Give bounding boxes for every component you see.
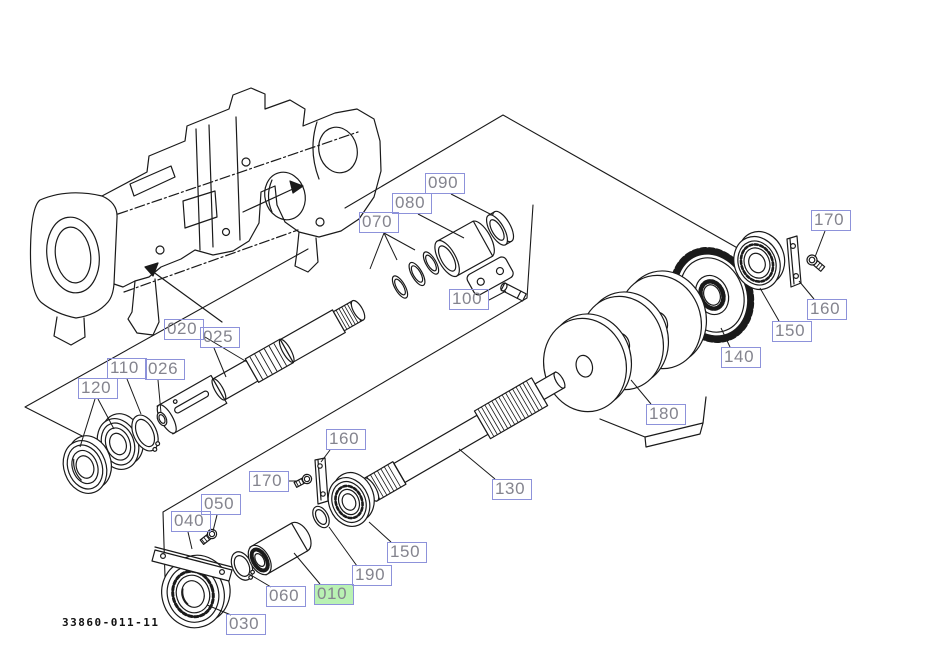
part-number: 160: [329, 429, 360, 448]
part-number: 190: [355, 565, 386, 584]
part-number: 100: [452, 289, 483, 308]
part-label-190[interactable]: 190: [352, 565, 392, 586]
part-label-160[interactable]: 160: [807, 299, 847, 320]
part-number: 030: [229, 614, 260, 633]
drawing-number: 33860-011-11: [62, 616, 160, 629]
transmission-housing: [29, 87, 382, 346]
part-number: 120: [81, 378, 112, 397]
part-number: 180: [649, 404, 680, 423]
part-label-020[interactable]: 020: [164, 319, 204, 340]
part-number: 080: [395, 193, 426, 212]
part-label-160-b[interactable]: 160: [326, 429, 366, 450]
part-number: 170: [252, 471, 283, 490]
part-number: 090: [428, 173, 459, 192]
part-label-025[interactable]: 025: [200, 327, 240, 348]
part-number: 110: [110, 358, 139, 377]
bearing-150-upper: [733, 230, 786, 291]
part-label-030[interactable]: 030: [226, 614, 266, 635]
part-label-150-b[interactable]: 150: [387, 542, 427, 563]
bolt-170-upper: [806, 254, 826, 272]
bearing-120-front: [62, 435, 112, 494]
plate-040: [151, 546, 233, 582]
plate-160-lower: [314, 457, 329, 505]
part-label-010[interactable]: 010: [314, 584, 354, 605]
part-number: 040: [174, 511, 205, 530]
part-label-110[interactable]: 110: [107, 358, 147, 379]
part-number: 160: [810, 299, 841, 318]
part-label-170-b[interactable]: 170: [249, 471, 289, 492]
part-number: 170: [814, 210, 845, 229]
part-number: 140: [724, 347, 755, 366]
part-label-060[interactable]: 060: [266, 586, 306, 607]
plate-160-upper: [786, 235, 802, 288]
part-label-140[interactable]: 140: [721, 347, 761, 368]
insertion-arrow-icon: [242, 180, 304, 213]
part-number: 150: [775, 321, 806, 340]
part-number: 060: [269, 586, 300, 605]
part-label-070[interactable]: 070: [359, 212, 399, 233]
bolt-170-lower: [293, 473, 313, 488]
part-label-130[interactable]: 130: [492, 479, 532, 500]
part-number: 025: [203, 327, 234, 346]
part-label-050[interactable]: 050: [201, 494, 241, 515]
part-label-040[interactable]: 040: [171, 511, 211, 532]
part-label-080[interactable]: 080: [392, 193, 432, 214]
part-number: 150: [390, 542, 421, 561]
sleeve-010: [247, 521, 312, 576]
screw-050: [199, 528, 218, 545]
part-number: 130: [495, 479, 526, 498]
part-label-120[interactable]: 120: [78, 378, 118, 399]
rings-070: [391, 251, 440, 299]
part-number: 010: [317, 584, 348, 603]
part-label-090[interactable]: 090: [425, 173, 465, 194]
ring-190: [312, 505, 330, 529]
snap-ring-110: [131, 414, 161, 452]
part-number: 050: [204, 494, 235, 513]
part-label-100[interactable]: 100: [449, 289, 489, 310]
part-label-170[interactable]: 170: [811, 210, 851, 231]
part-number: 070: [362, 212, 393, 231]
part-number: 026: [148, 359, 179, 378]
part-label-026[interactable]: 026: [145, 359, 185, 380]
part-label-150[interactable]: 150: [772, 321, 812, 342]
bearing-150-lower: [327, 472, 375, 527]
part-number: 020: [167, 319, 198, 338]
insertion-arrow-icon: [144, 262, 223, 323]
part-label-180[interactable]: 180: [646, 404, 686, 425]
